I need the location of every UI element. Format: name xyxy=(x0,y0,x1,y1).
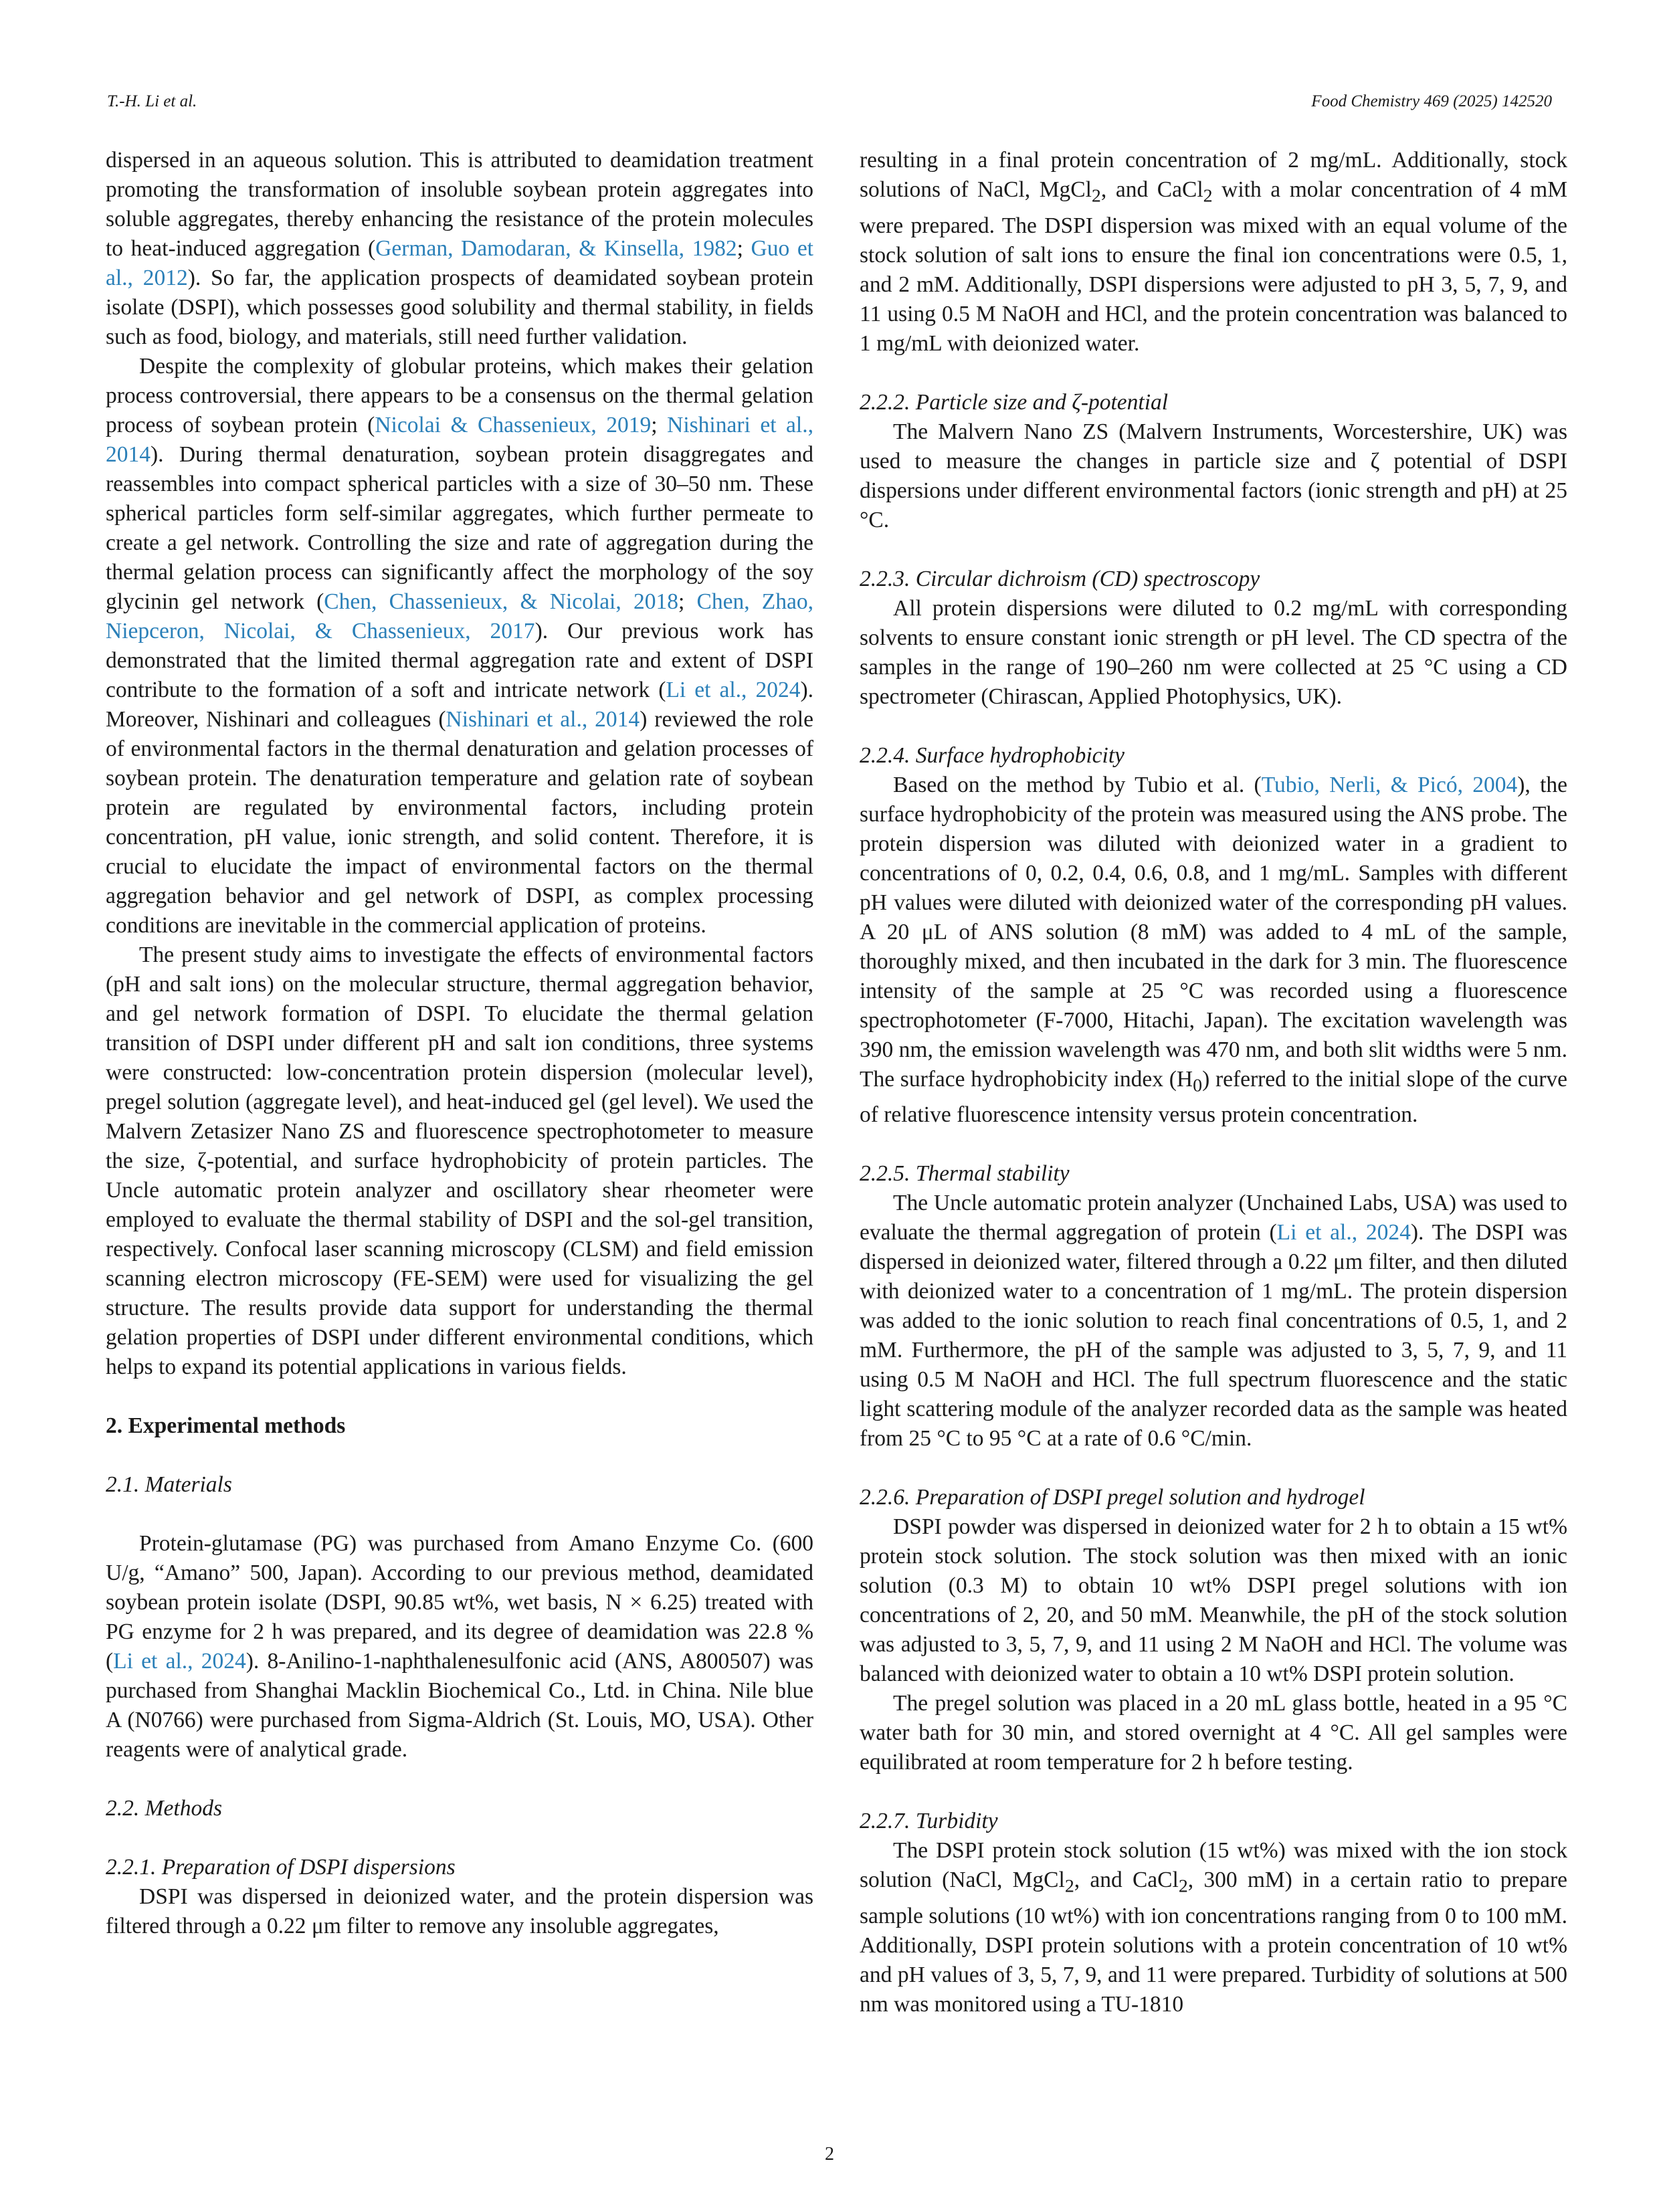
subscript: 2 xyxy=(1091,185,1101,207)
subsubsection-heading: 2.2.4. Surface hydrophobicity xyxy=(860,742,1125,768)
running-header-journal: Food Chemistry 469 (2025) 142520 xyxy=(1311,92,1552,110)
text-run: ). Moreover, Nishinari and colleagues ( xyxy=(106,678,814,732)
paragraph: Despite the complexity of globular prote… xyxy=(106,352,813,940)
subscript: 0 xyxy=(1193,1075,1203,1096)
citation-link[interactable]: Li et al., 2024 xyxy=(666,678,801,702)
subsubsection-heading: 2.2.3. Circular dichroism (CD) spectrosc… xyxy=(860,566,1260,591)
paragraph: Based on the method by Tubio et al. (Tub… xyxy=(860,771,1567,1130)
subsubsection-heading: 2.2.2. Particle size and ζ-potential xyxy=(860,389,1169,415)
citation-link[interactable]: Chen, Chassenieux, & Nicolai, 2018 xyxy=(324,589,678,614)
section-heading: 2. Experimental methods xyxy=(106,1413,346,1438)
text-run: ). So far, the application prospects of … xyxy=(106,266,813,349)
left-column: dispersed in an aqueous solution. This i… xyxy=(106,146,813,1941)
subsubsection-heading: 2.2.5. Thermal stability xyxy=(860,1161,1070,1187)
subsubsection-heading: 2.2.1. Preparation of DSPI dispersions xyxy=(106,1855,456,1880)
text-run: , 300 mM) in a certain ratio to prepare … xyxy=(860,1868,1567,2017)
text-run: , and CaCl xyxy=(1074,1868,1179,1893)
text-run: with a molar concentration of 4 mM were … xyxy=(860,177,1568,356)
citation-link[interactable]: Chen, Zhao, Niepceron, Nicolai, & Chasse… xyxy=(106,589,813,643)
citation-link[interactable]: Nicolai & Chassenieux, 2019 xyxy=(375,413,652,437)
subsubsection-heading: 2.2.6. Preparation of DSPI pregel soluti… xyxy=(860,1485,1365,1510)
paragraph: The Malvern Nano ZS (Malvern Instruments… xyxy=(860,419,1567,532)
text-run: , and CaCl xyxy=(1100,177,1203,202)
text-run: ), the surface hydrophobicity of the pro… xyxy=(860,772,1567,1092)
text-run: ; xyxy=(651,413,668,437)
citation-link[interactable]: Li et al., 2024 xyxy=(1276,1220,1411,1245)
text-run: resulting in a final protein concentrati… xyxy=(860,148,1567,202)
citation-link[interactable]: Tubio, Nerli, & Picó, 2004 xyxy=(1261,772,1518,797)
page-number: 2 xyxy=(825,2144,834,2165)
subsection-heading: 2.2. Methods xyxy=(106,1796,222,1821)
citation-link[interactable]: Nishinari et al., 2014 xyxy=(106,413,813,467)
citation-link[interactable]: Nishinari et al., 2014 xyxy=(446,707,640,732)
paragraph: Protein-glutamase (PG) was purchased fro… xyxy=(106,1529,813,1765)
text-run: Protein-glutamase (PG) was purchased fro… xyxy=(106,1531,813,1674)
paragraph: resulting in a final protein concentrati… xyxy=(860,146,1567,359)
running-header-authors: T.-H. Li et al. xyxy=(107,92,197,110)
right-column: resulting in a final protein concentrati… xyxy=(860,146,1567,2019)
paragraph: The present study aims to investigate th… xyxy=(106,942,813,1379)
paragraph: The pregel solution was placed in a 20 m… xyxy=(860,1691,1567,1775)
citation-link[interactable]: German, Damodaran, & Kinsella, 1982 xyxy=(375,236,737,261)
subscript: 2 xyxy=(1064,1876,1074,1898)
text-run: Based on the method by Tubio et al. ( xyxy=(893,772,1262,797)
citation-link[interactable]: Guo et al., 2012 xyxy=(106,236,813,290)
text-run: ). Our previous work has demonstrated th… xyxy=(106,619,813,702)
text-run: ; xyxy=(737,236,751,261)
paragraph: The Uncle automatic protein analyzer (Un… xyxy=(860,1189,1567,1453)
paragraph: DSPI was dispersed in deionized water, a… xyxy=(106,1884,813,1938)
subsection-heading: 2.1. Materials xyxy=(106,1472,232,1497)
text-run: The DSPI protein stock solution (15 wt%)… xyxy=(860,1838,1567,1893)
paragraph: dispersed in an aqueous solution. This i… xyxy=(106,146,813,352)
subscript: 2 xyxy=(1178,1876,1188,1898)
paragraph: The DSPI protein stock solution (15 wt%)… xyxy=(860,1836,1567,2019)
paragraph: DSPI powder was dispersed in deionized w… xyxy=(860,1514,1567,1687)
text-run: ). 8-Anilino-1-naphthalenesulfonic acid … xyxy=(106,1649,814,1762)
text-run: ; xyxy=(678,589,697,614)
text-run: ). The DSPI was dispersed in deionized w… xyxy=(860,1220,1567,1451)
text-run: ) reviewed the role of environmental fac… xyxy=(106,707,813,938)
paragraph: All protein dispersions were diluted to … xyxy=(860,595,1567,709)
text-run: The Uncle automatic protein analyzer (Un… xyxy=(860,1191,1567,1245)
subsubsection-heading: 2.2.7. Turbidity xyxy=(860,1809,998,1834)
text-run: Despite the complexity of globular prote… xyxy=(106,354,813,437)
text-run: ). During thermal denaturation, soybean … xyxy=(106,442,813,614)
citation-link[interactable]: Li et al., 2024 xyxy=(113,1649,246,1674)
text-run: ) referred to the initial slope of the c… xyxy=(860,1066,1568,1128)
subscript: 2 xyxy=(1203,185,1213,207)
text-run: dispersed in an aqueous solution. This i… xyxy=(106,148,813,261)
